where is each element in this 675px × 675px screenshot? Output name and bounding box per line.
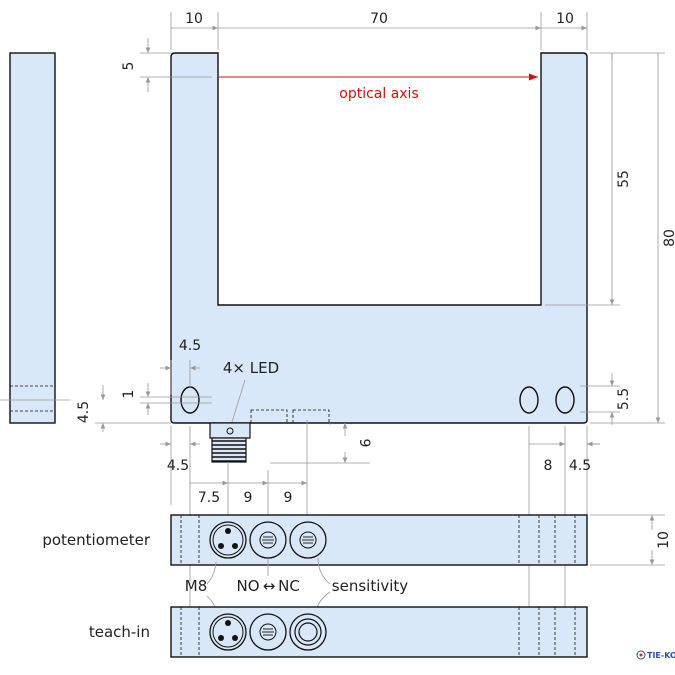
teach-in-view: teach-in	[89, 606, 588, 658]
m8-connector	[209, 422, 251, 463]
logo-text: TIE-KO	[647, 651, 675, 660]
connector-drop-dim: 9	[270, 423, 372, 464]
sensitivity-label: sensitivity	[332, 577, 409, 595]
optical-axis: optical axis	[218, 73, 538, 102]
dim-right-arm: 10	[556, 11, 574, 27]
no-nc-potentiometer-teach	[249, 613, 287, 651]
mounting-hole-right-2	[555, 386, 575, 414]
dim-left-arm: 10	[185, 11, 203, 27]
potentiometer-label: potentiometer	[42, 531, 150, 549]
dim-slot-depth: 55	[616, 170, 632, 188]
right-hole-dimensions: 5.5	[580, 373, 632, 425]
dim-connector-x: 4.5	[167, 458, 189, 474]
dim-hole-y: 1	[121, 390, 137, 399]
dim-hole-x: 4.5	[179, 338, 201, 354]
mounting-hole-left	[180, 386, 200, 414]
dim-arm-offset: 5	[121, 62, 137, 71]
potentiometer-view: potentiometer	[42, 514, 672, 566]
dim-right-edge: 4.5	[569, 458, 591, 474]
dim-pitch-3: 9	[284, 490, 293, 506]
m8-socket-top	[209, 521, 247, 559]
led-label: 4× LED	[223, 359, 279, 377]
dim-pitch-1: 7.5	[198, 490, 220, 506]
top-dimensions: 10 70 10	[170, 11, 588, 50]
teach-in-label: teach-in	[89, 623, 150, 641]
teach-button	[289, 613, 327, 651]
m8-socket-bottom	[209, 613, 247, 651]
dim-total-height: 80	[662, 229, 675, 247]
fork-body	[170, 52, 588, 424]
arm-offset-dim: 5	[121, 38, 212, 92]
right-dimensions: 55 80	[545, 52, 675, 424]
tieko-logo: TIE-KO	[636, 650, 675, 660]
no-nc-arrow: ↔	[263, 577, 276, 595]
dim-side-thickness: 10	[656, 531, 672, 549]
optical-axis-label: optical axis	[339, 86, 419, 102]
nc-label: NC	[278, 577, 300, 595]
dim-slot-width: 70	[370, 11, 388, 27]
dim-right-hole-y: 5.5	[616, 388, 632, 410]
dim-pitch-2: 9	[244, 490, 253, 506]
m8-label: M8	[185, 577, 208, 595]
led-window-2	[292, 409, 330, 424]
no-label: NO	[236, 577, 259, 595]
dim-connector-drop: 9	[356, 439, 372, 448]
led-window-1	[250, 409, 288, 424]
side-view	[0, 52, 70, 424]
mounting-hole-right-1	[519, 386, 539, 414]
dim-hole-y-bottom: 4.5	[76, 401, 92, 423]
left-hole-dimensions: 4.5 1 4.5	[76, 338, 212, 432]
sensitivity-potentiometer	[289, 521, 327, 559]
dim-right-pitch: 8	[544, 458, 553, 474]
no-nc-potentiometer	[249, 521, 287, 559]
led-callout: 4× LED	[223, 359, 279, 423]
